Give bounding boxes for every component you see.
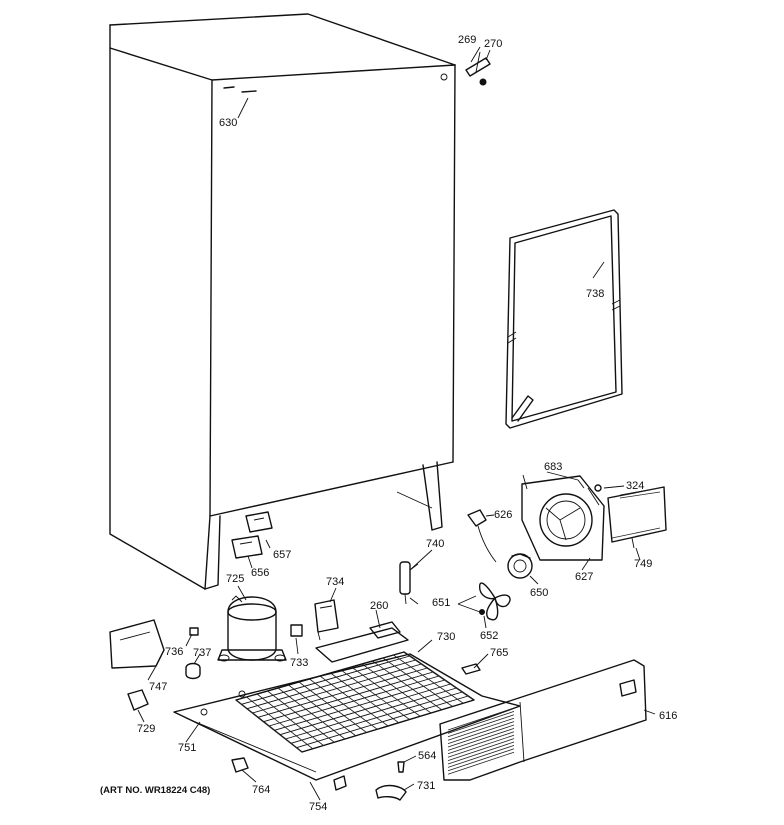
defrost-thermostat: [399, 561, 419, 605]
callout-labels: 269 270 630 738 683 324 626 657 656 725 …: [137, 34, 677, 813]
callout-627: 627: [575, 571, 593, 583]
callout-564: 564: [418, 750, 436, 762]
callout-747: 747: [149, 681, 167, 693]
callout-683: 683: [544, 461, 562, 473]
start-relay: [290, 599, 339, 641]
callout-626: 626: [494, 509, 512, 521]
front-grille: [439, 659, 647, 781]
callout-324: 324: [626, 480, 644, 492]
callout-765: 765: [490, 647, 508, 659]
callout-630: 630: [219, 117, 237, 129]
callout-731: 731: [417, 780, 435, 792]
callout-652: 652: [480, 630, 498, 642]
callout-749: 749: [634, 558, 652, 570]
callout-725: 725: [226, 573, 244, 585]
fan-shroud: [521, 474, 605, 561]
fan-motor-assembly: [467, 509, 533, 621]
callout-737: 737: [193, 647, 211, 659]
callout-730: 730: [437, 631, 455, 643]
callout-270: 270: [484, 38, 502, 50]
callout-729: 729: [137, 723, 155, 735]
callout-733: 733: [290, 657, 308, 669]
gasket-frame: [505, 209, 623, 429]
callout-260: 260: [370, 600, 388, 612]
small-hardware: [231, 663, 481, 801]
callout-651: 651: [432, 597, 450, 609]
callout-650: 650: [530, 587, 548, 599]
condenser-coil: [235, 651, 475, 753]
electrical-cover: [109, 619, 165, 669]
leader-lines: [137, 97, 656, 801]
top-hinge-parts: [465, 46, 491, 86]
callout-656: 656: [251, 567, 269, 579]
cabinet-body: [109, 13, 456, 590]
callout-734: 734: [326, 576, 344, 588]
compressor: [217, 595, 287, 662]
callout-751: 751: [178, 742, 196, 754]
callout-269: 269: [458, 34, 476, 46]
callout-764: 764: [252, 784, 270, 796]
callout-736: 736: [165, 646, 183, 658]
drain-tray: [315, 621, 409, 663]
callout-740: 740: [426, 538, 444, 550]
fasteners: [185, 627, 201, 680]
base-pan: [173, 653, 521, 791]
art-number-note: (ART NO. WR18224 C48): [100, 785, 210, 796]
callout-616: 616: [659, 710, 677, 722]
cabinet-brackets: [231, 511, 273, 559]
control-board: [594, 484, 667, 549]
callout-657: 657: [273, 549, 291, 561]
callout-754: 754: [309, 801, 327, 813]
callout-738: 738: [586, 288, 604, 300]
wiring-clip: [127, 689, 149, 711]
